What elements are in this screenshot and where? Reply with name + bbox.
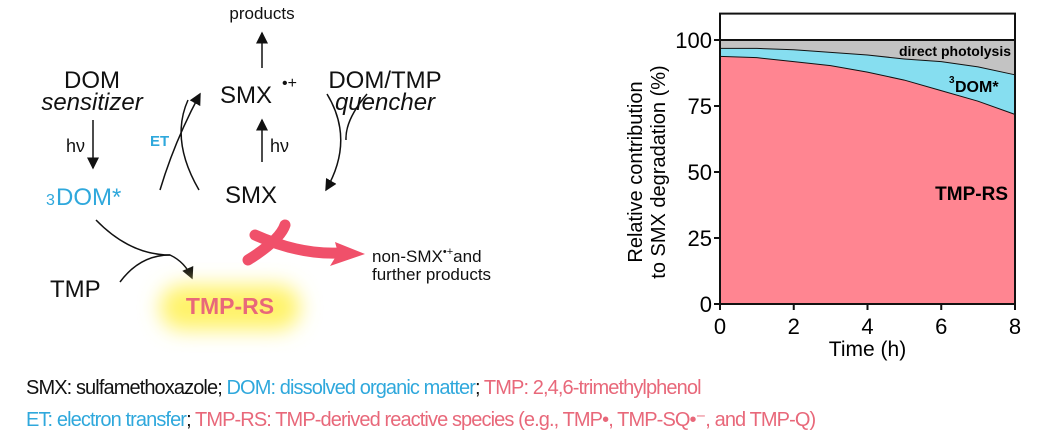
y-tick-label: 50	[688, 160, 712, 185]
products-label: products	[229, 4, 294, 23]
x-tick-label: 0	[714, 314, 726, 339]
y-tick-label: 25	[688, 226, 712, 251]
quench-arrow-tail	[345, 93, 368, 141]
tmp-rs-glow	[160, 285, 300, 330]
y-axis-label-line1: Relative contribution	[625, 81, 647, 262]
legend-segment: ;	[474, 377, 484, 399]
hv-center-label: hν	[270, 136, 289, 156]
et-arrow	[159, 92, 201, 191]
et-label: ET	[150, 133, 169, 150]
dom-label: DOM	[64, 67, 120, 94]
label-direct-photolysis: direct photolysis	[899, 43, 1011, 59]
legend-line-1: SMX: sulfamethoxazole; DOM: dissolved or…	[26, 377, 702, 400]
legend-segment: TMP: 2,4,6-trimethylphenol	[483, 377, 702, 399]
y-tick-label: 75	[688, 94, 712, 119]
tmp-to-tmprs-arrow	[119, 254, 171, 283]
dom-triplet-label: DOM*	[56, 184, 121, 211]
non-smx-line2: further products	[372, 265, 491, 284]
quench-arrow	[325, 93, 342, 192]
area-tmp-rs	[720, 55, 1015, 305]
smx-label: SMX	[225, 182, 277, 209]
y-tick-label: 100	[675, 28, 712, 53]
non-smx-line1: non-SMX•+and	[372, 246, 482, 266]
area-direct-photolysis	[720, 40, 1015, 75]
smx-radical-sup: •+	[282, 75, 297, 92]
legend-segment: ;	[186, 409, 196, 431]
smx-radical-label: SMX	[220, 82, 272, 109]
quencher-label: quencher	[335, 89, 436, 116]
x-tick-label: 2	[788, 314, 800, 339]
x-tick-label: 6	[935, 314, 947, 339]
legend-line-2: ET: electron transfer; TMP-RS: TMP-deriv…	[26, 407, 816, 432]
hv-left-label: hν	[66, 136, 85, 156]
x-tick-label: 8	[1009, 314, 1021, 339]
legend-segment: DOM: dissolved organic matter	[226, 377, 476, 399]
dom-triplet-sup: 3	[46, 192, 55, 209]
reaction-scheme: products DOM sensitizer hν 3 DOM* ET SMX…	[41, 4, 491, 330]
x-tick-label: 4	[861, 314, 873, 339]
tmp-label: TMP	[50, 276, 101, 303]
y-axis-label-line2: to SMX degradation (%)	[648, 65, 670, 278]
dom-to-tmprs-arrow	[95, 219, 194, 280]
y-tick-label: 0	[700, 292, 712, 317]
tmp-rs-label: TMP-RS	[186, 293, 274, 319]
label-dom-sup: 3	[949, 75, 955, 86]
quencher-top-label: DOM/TMP	[328, 67, 441, 94]
legend-segment: ET: electron transfer	[26, 409, 187, 431]
legend-segment: SMX: sulfamethoxazole;	[26, 377, 227, 399]
red-reaction-arrow	[242, 219, 346, 266]
red-arrowhead	[330, 242, 365, 266]
area-3dom-	[720, 47, 1015, 114]
x-axis-label: Time (h)	[829, 338, 906, 361]
label-dom: DOM*	[955, 79, 999, 96]
legend-segment: TMP-RS: TMP-derived reactive species (e.…	[195, 409, 816, 431]
et-arrow-tail	[180, 99, 200, 191]
sensitizer-label: sensitizer	[41, 89, 143, 116]
label-tmp-rs: TMP-RS	[935, 184, 1008, 205]
